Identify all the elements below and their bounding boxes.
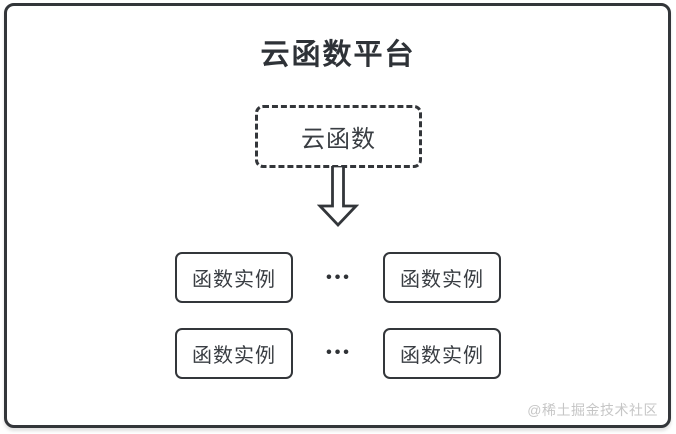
watermark-text: @稀土掘金技术社区	[527, 402, 658, 418]
function-instance-node: 函数实例	[175, 252, 293, 303]
function-instance-node: 函数实例	[175, 328, 293, 379]
ellipsis-row2: •••	[326, 344, 352, 361]
function-instance-label: 函数实例	[400, 345, 484, 367]
cloud-function-node: 云函数	[255, 105, 422, 168]
function-instance-node: 函数实例	[383, 328, 501, 379]
function-instance-label: 函数实例	[192, 345, 276, 367]
function-instance-label: 函数实例	[400, 269, 484, 291]
diagram-title: 云函数平台	[260, 39, 416, 71]
function-instance-label: 函数实例	[192, 269, 276, 291]
down-arrow-icon	[317, 166, 359, 228]
ellipsis-row1: •••	[326, 269, 352, 286]
function-instance-node: 函数实例	[383, 252, 501, 303]
cloud-function-label: 云函数	[301, 126, 376, 153]
